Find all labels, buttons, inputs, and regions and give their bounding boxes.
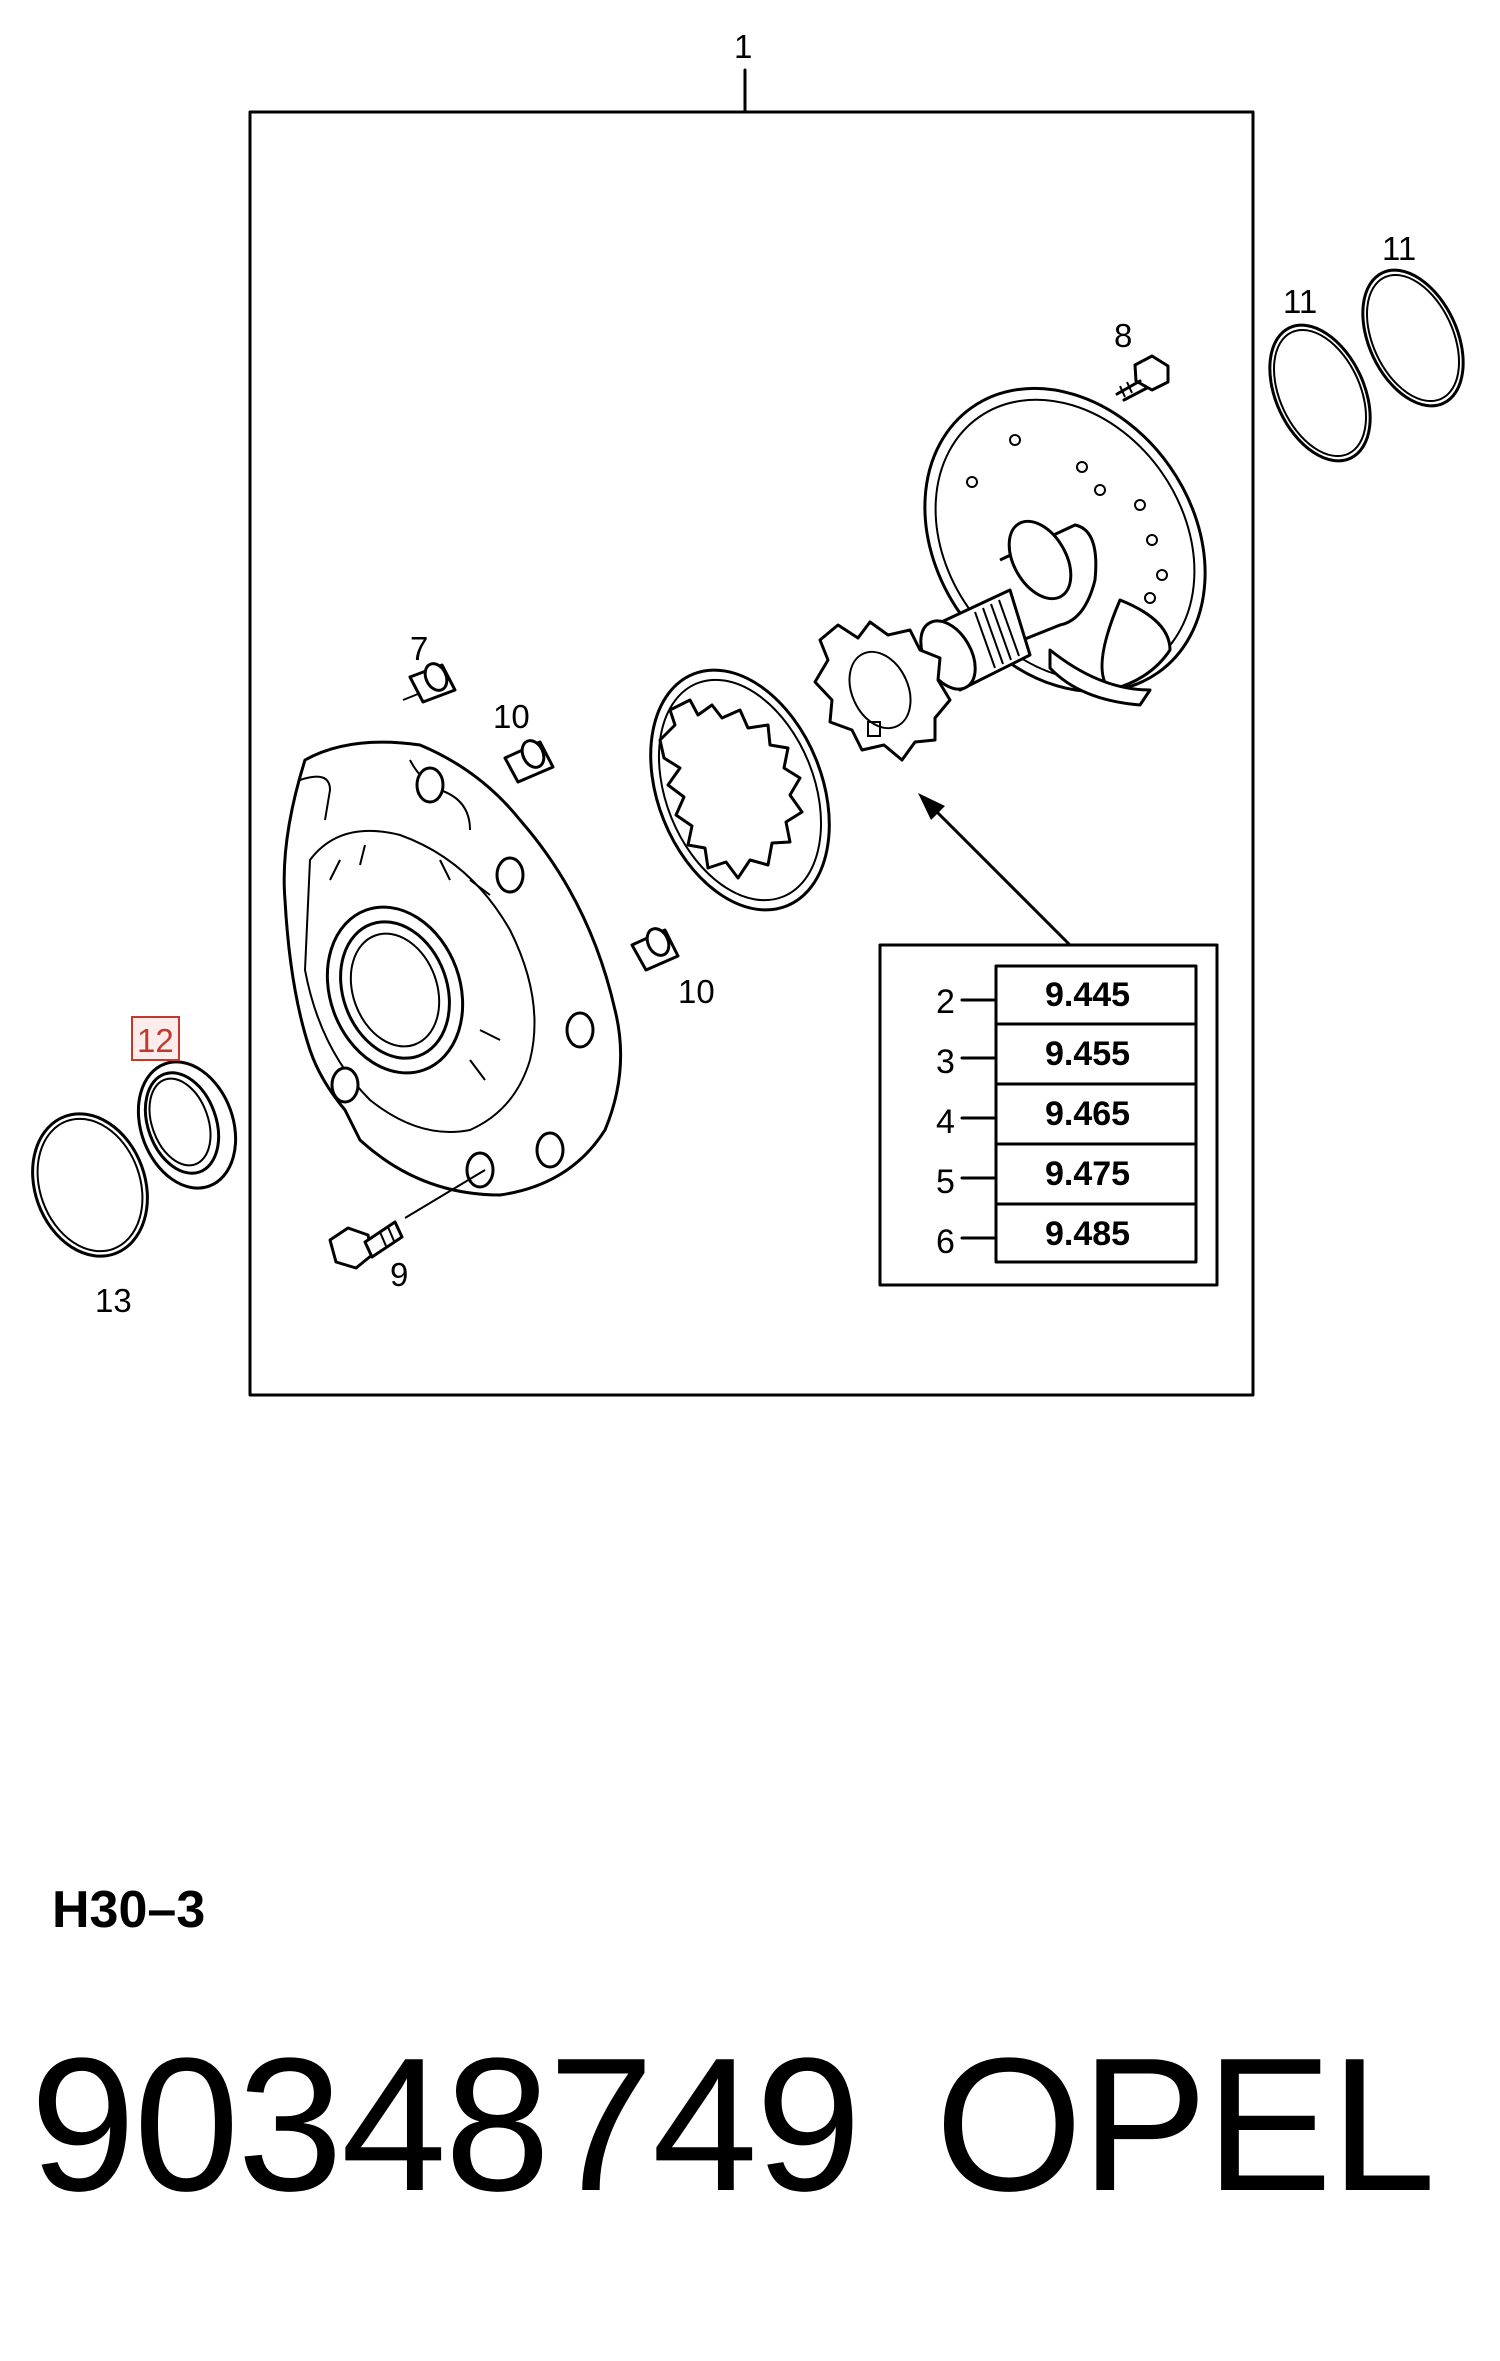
dowel-pin-10-upper[interactable] xyxy=(503,737,555,784)
o-ring-13[interactable] xyxy=(13,1098,166,1273)
callout-11-left[interactable]: 11 xyxy=(1283,283,1317,320)
table-arrow-head xyxy=(918,793,945,820)
callout-9[interactable]: 9 xyxy=(390,1256,408,1293)
table-row-4: 5 9.475 xyxy=(936,1142,1198,1206)
exploded-parts-diagram: 1 11 11 8 xyxy=(13,28,1484,1397)
inner-rotor-gear[interactable] xyxy=(813,620,952,762)
table-row-index: 3 xyxy=(936,1043,955,1081)
leader-9 xyxy=(404,1169,486,1219)
callout-12[interactable]: 12 xyxy=(137,1022,174,1059)
table-row-value: 9.465 xyxy=(1045,1095,1130,1133)
dowel-pin-7[interactable] xyxy=(408,660,457,704)
table-row-value: 9.455 xyxy=(1045,1035,1130,1073)
part-number: 90348749 xyxy=(30,2019,861,2231)
table-row-index: 5 xyxy=(936,1163,955,1201)
dowel-pin-10-lower[interactable] xyxy=(630,925,680,972)
oil-seal-12[interactable] xyxy=(122,1048,253,1202)
table-arrow-shaft xyxy=(928,803,1072,947)
table-row-index: 2 xyxy=(936,983,955,1021)
bolt-9[interactable] xyxy=(328,1220,404,1270)
table-row-3: 4 9.465 xyxy=(936,1082,1198,1146)
table-row-5: 6 9.485 xyxy=(936,1202,1198,1264)
o-ring-11-right[interactable] xyxy=(1343,254,1484,422)
drawing-code: H30–3 xyxy=(52,1881,206,1939)
callout-1[interactable]: 1 xyxy=(734,28,752,65)
leader-7 xyxy=(402,693,419,701)
outer-rotor-gear[interactable] xyxy=(617,643,863,936)
pump-body[interactable] xyxy=(282,740,623,1197)
table-row-2: 3 9.455 xyxy=(936,1022,1198,1086)
table-row-1: 2 9.445 xyxy=(936,964,1198,1026)
bolt-8[interactable] xyxy=(1115,354,1170,402)
callout-11-right[interactable]: 11 xyxy=(1382,230,1416,267)
callout-8[interactable]: 8 xyxy=(1114,317,1132,354)
table-row-value: 9.445 xyxy=(1045,976,1130,1014)
gear-selection-table xyxy=(878,943,1219,1287)
callout-13[interactable]: 13 xyxy=(95,1282,132,1319)
stator-support-plate[interactable] xyxy=(867,334,1263,746)
table-row-value: 9.475 xyxy=(1045,1155,1130,1193)
assembly-frame xyxy=(248,110,1255,1397)
table-row-value: 9.485 xyxy=(1045,1215,1130,1253)
table-row-index: 6 xyxy=(936,1223,955,1261)
table-row-index: 4 xyxy=(936,1103,955,1141)
callout-12-highlight xyxy=(131,1016,180,1061)
callout-10-lower[interactable]: 10 xyxy=(678,973,715,1010)
brand-name: OPEL xyxy=(935,2019,1436,2231)
callout-10-upper[interactable]: 10 xyxy=(493,698,530,735)
o-ring-11-left[interactable] xyxy=(1250,309,1391,477)
callout-7[interactable]: 7 xyxy=(410,630,428,667)
